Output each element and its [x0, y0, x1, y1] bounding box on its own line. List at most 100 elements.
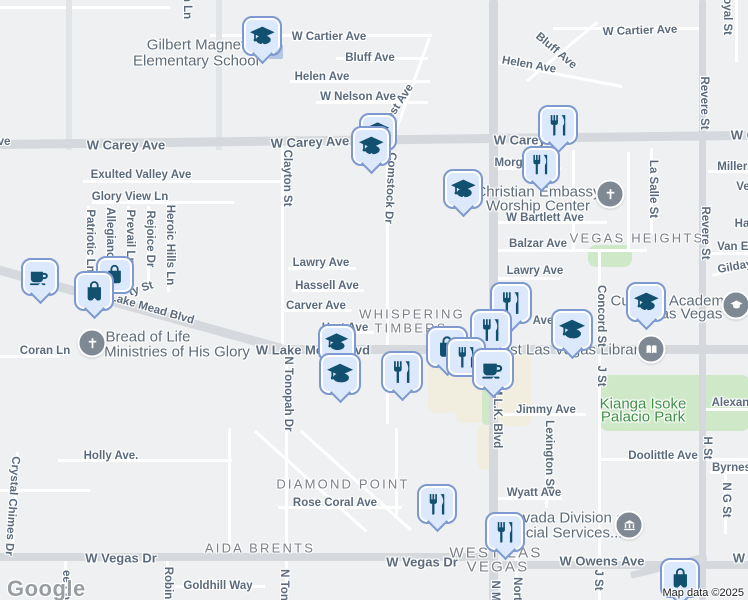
poi-label[interactable]: Elementary School — [133, 52, 259, 70]
poi-label[interactable]: Bread of Life — [105, 328, 191, 346]
graduation-cap-icon — [358, 136, 384, 154]
neighborhood-label: VEGAS HEIGHTS — [569, 230, 705, 246]
restaurant-marker[interactable] — [522, 146, 560, 193]
google-logo[interactable]: Google — [7, 576, 86, 600]
coffee-marker[interactable] — [21, 258, 59, 305]
graduation-cap-icon — [559, 319, 585, 339]
street-label: Balzar Ave — [509, 238, 567, 250]
street-label: Lawry Ave — [506, 265, 564, 277]
graduation-cap-icon — [633, 292, 659, 310]
street-label: Robin — [162, 566, 174, 600]
street-label: J St — [595, 365, 607, 387]
street-label: W Vegas Dr — [386, 554, 458, 570]
graduation-cap-poi-icon[interactable] — [721, 290, 748, 320]
shopping-bag-icon — [673, 567, 687, 588]
street-label: Goldhill Way — [183, 580, 253, 592]
road-segment — [627, 152, 630, 250]
street-label: Prevail Ln — [124, 209, 136, 265]
library-poi-icon[interactable] — [636, 334, 666, 364]
street-label: W Owens — [732, 550, 748, 566]
road-segment — [598, 458, 748, 461]
road-segment — [228, 428, 231, 556]
graduation-cap-marker[interactable] — [443, 169, 483, 218]
graduation-cap-marker[interactable] — [551, 309, 593, 360]
restaurant-icon — [482, 319, 499, 341]
road-segment — [708, 170, 748, 173]
poi-label[interactable]: Worship Center — [486, 197, 590, 215]
street-label: Ha — [734, 218, 748, 230]
road-segment — [494, 561, 748, 569]
poi-label[interactable]: Social Services... — [507, 524, 623, 542]
road-segment — [336, 57, 428, 60]
street-label: Alexand — [711, 397, 748, 409]
road-segment — [598, 252, 601, 600]
park-label[interactable]: Kianga Isoke — [599, 395, 687, 413]
poi-label[interactable]: Gilbert Magnet — [146, 36, 246, 54]
road-segment — [292, 289, 364, 292]
park-label[interactable]: Palacio Park — [600, 408, 686, 426]
street-label: Miller Ave — [717, 161, 748, 173]
street-label: Gilday — [716, 258, 748, 276]
street-label: Royal St — [721, 0, 733, 36]
poi-label[interactable]: Nevada Division of — [503, 509, 629, 527]
church-cross-icon — [88, 337, 96, 348]
graduation-cap-marker[interactable] — [351, 126, 391, 175]
road-segment — [281, 148, 284, 350]
restaurant-marker[interactable] — [538, 105, 578, 154]
graduation-cap-marker[interactable] — [319, 353, 361, 404]
road-segment — [0, 6, 170, 9]
road-segment — [498, 277, 560, 280]
road-segment — [175, 585, 265, 588]
restaurant-icon — [533, 155, 548, 175]
road-segment — [395, 428, 398, 518]
restaurant-icon — [502, 292, 519, 314]
commercial-area — [478, 424, 490, 470]
neighborhood-label: AIDA BRENTS — [204, 540, 316, 556]
graduation-cap-marker[interactable] — [242, 16, 283, 65]
shopping-bag-marker[interactable] — [74, 271, 114, 320]
restaurant-icon — [550, 114, 565, 136]
street-label: Ave — [532, 315, 554, 327]
street-label: Helen Ave — [500, 54, 558, 76]
street-label: Allegiance — [104, 207, 116, 265]
road-segment — [166, 556, 169, 600]
street-label: Wyatt Ave — [506, 487, 562, 499]
street-label: Doolittle Ave — [628, 450, 698, 462]
poi-label[interactable]: Christian Embassy — [475, 183, 601, 201]
coffee-icon — [482, 363, 503, 379]
road-segment — [495, 249, 647, 252]
street-label: n Ln — [181, 0, 193, 20]
street-label: Holly Ave. — [83, 450, 139, 462]
road-segment — [282, 309, 352, 312]
street-label: La Salle St — [647, 159, 659, 219]
road-segment — [0, 489, 90, 492]
street-label: Heroic Hills Ln — [164, 204, 176, 286]
restaurant-marker[interactable] — [417, 484, 457, 533]
restaurant-marker[interactable] — [381, 351, 423, 402]
street-label: Glory View Ln — [91, 191, 169, 203]
street-label: J St — [592, 569, 604, 591]
graduation-cap-marker[interactable] — [626, 282, 666, 331]
restaurant-marker[interactable] — [485, 512, 525, 561]
street-label: W Nelson Ave — [320, 91, 396, 103]
road-segment — [0, 553, 496, 561]
government-poi-icon[interactable] — [614, 510, 644, 540]
coffee-marker[interactable] — [472, 348, 514, 399]
road-segment — [107, 206, 110, 292]
road-segment — [386, 126, 389, 424]
road-segment — [83, 180, 281, 183]
street-label: Concord St — [595, 285, 607, 347]
shopping-bag-marker[interactable] — [660, 558, 700, 600]
street-label: W Cartier Ave — [291, 31, 367, 43]
poi-label[interactable]: Ministries of His Glory — [104, 343, 250, 361]
church-poi-icon[interactable] — [77, 328, 107, 358]
street-label: Rose Coral Ave — [292, 497, 378, 509]
library-book-icon — [646, 344, 656, 353]
street-label: W Owens Ave — [559, 553, 645, 569]
church-poi-icon[interactable] — [595, 179, 625, 209]
map-attribution: Map data ©2025 — [662, 587, 745, 599]
road-segment — [553, 27, 701, 30]
road-segment — [0, 355, 60, 358]
road-segment — [87, 206, 90, 292]
